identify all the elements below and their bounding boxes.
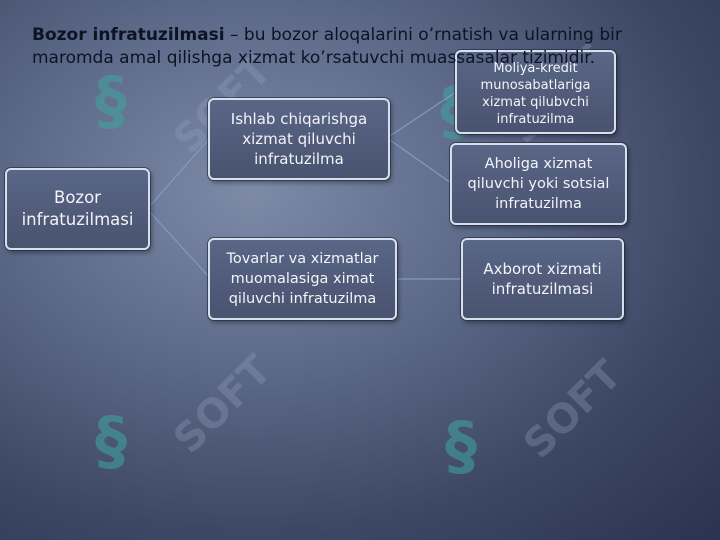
watermark-icon: § bbox=[95, 405, 127, 479]
node-finance-label: Moliya-kredit munosabatlariga xizmat qil… bbox=[480, 61, 591, 127]
node-social: Aholiga xizmat qiluvchi yoki sotsial inf… bbox=[450, 143, 627, 225]
watermark-logo-3: § SOFT bbox=[95, 347, 281, 479]
node-social-label: Aholiga xizmat qiluvchi yoki sotsial inf… bbox=[467, 156, 610, 212]
slide-title: Bozor infratuzilmasi – bu bozor aloqalar… bbox=[32, 24, 692, 70]
connector-root-trade bbox=[147, 209, 211, 279]
node-production: Ishlab chiqarishga xizmat qiluvchi infra… bbox=[208, 98, 390, 180]
node-finance: Moliya-kredit munosabatlariga xizmat qil… bbox=[455, 50, 616, 134]
title-definition: – bu bozor aloqalarini o’rnatish va ular… bbox=[32, 25, 622, 68]
title-term: Bozor infratuzilmasi bbox=[32, 25, 225, 45]
watermark-icon: § bbox=[445, 410, 477, 484]
node-root-label: Bozor infratuzilmasi bbox=[21, 188, 134, 229]
node-info-label: Axborot xizmati infratuzilmasi bbox=[483, 260, 602, 298]
node-info: Axborot xizmati infratuzilmasi bbox=[461, 238, 624, 320]
node-production-label: Ishlab chiqarishga xizmat qiluvchi infra… bbox=[230, 110, 368, 168]
watermark-logo-1: § SOFT bbox=[95, 47, 281, 163]
node-trade-label: Tovarlar va xizmatlar muomalasiga ximat … bbox=[226, 251, 379, 307]
connector-production-social bbox=[389, 139, 452, 184]
node-trade: Tovarlar va xizmatlar muomalasiga ximat … bbox=[208, 238, 397, 320]
connector-root-production bbox=[147, 137, 211, 209]
node-root: Bozor infratuzilmasi bbox=[5, 168, 150, 250]
watermark-logo-4: § SOFT bbox=[445, 352, 631, 484]
connector-production-finance bbox=[389, 91, 457, 137]
watermark-icon: § bbox=[95, 65, 127, 139]
